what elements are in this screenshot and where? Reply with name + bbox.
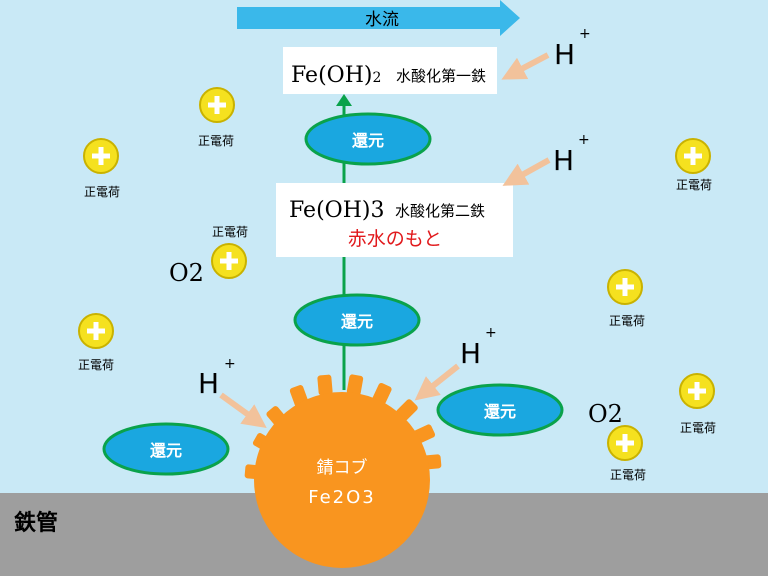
positive-charge: 正電荷 xyxy=(679,373,716,435)
reduction-label: 還元 xyxy=(150,441,182,460)
hydrogen-symbol: H xyxy=(553,144,574,177)
plus-icon xyxy=(87,322,105,340)
hydrogen-charge: + xyxy=(485,325,497,341)
positive-charge-label: 正電荷 xyxy=(610,468,646,482)
positive-charge: 正電荷 xyxy=(607,425,646,482)
oxygen-text: O2 xyxy=(169,259,204,287)
reduction-label: 還元 xyxy=(484,402,516,421)
reduction-ellipse: 還元 xyxy=(304,112,432,166)
hydrogen-ion: H + xyxy=(198,356,236,400)
positive-charge-label: 正電荷 xyxy=(78,358,114,372)
positive-charge: 正電荷 xyxy=(675,138,712,192)
positive-charge-label: 正電荷 xyxy=(198,134,234,148)
positive-charge: 正電荷 xyxy=(607,269,645,328)
plus-icon xyxy=(688,382,706,400)
plus-icon xyxy=(684,147,702,165)
positive-charge-label: 正電荷 xyxy=(676,178,712,192)
hydrogen-ion: H + xyxy=(553,132,590,177)
ferrous-hydroxide-name: 水酸化第一鉄 xyxy=(396,67,486,85)
water-flow-label: 水流 xyxy=(365,10,399,30)
h-arrow xyxy=(414,363,460,401)
positive-charge-label: 正電荷 xyxy=(680,421,716,435)
ferrous-hydroxide-box xyxy=(283,47,497,94)
positive-charge: 正電荷 xyxy=(211,225,248,279)
rust-formula: Fe2O3 xyxy=(308,487,376,508)
pipe-label: 鉄管 xyxy=(14,510,58,536)
plus-icon xyxy=(616,434,634,452)
oxygen-label: O2 xyxy=(169,259,204,287)
reduction-ellipse: 還元 xyxy=(102,422,230,476)
reduction-ellipse: 還元 xyxy=(293,293,421,347)
plus-icon xyxy=(220,252,238,270)
oxygen-text: O2 xyxy=(588,400,623,428)
hydrogen-symbol: H xyxy=(554,38,575,71)
h-arrow xyxy=(502,157,551,186)
reduction-label: 還元 xyxy=(352,131,384,150)
plus-icon xyxy=(616,278,634,296)
plus-icon xyxy=(208,96,226,114)
reduction-label: 還元 xyxy=(341,312,373,331)
ferric-hydroxide-box xyxy=(276,183,513,257)
positive-charge: 正電荷 xyxy=(83,138,120,199)
oxygen-label: O2 xyxy=(588,400,623,428)
hydrogen-symbol: H xyxy=(460,337,481,370)
hydrogen-charge: + xyxy=(578,132,590,148)
reaction-line-arrowhead xyxy=(336,94,352,106)
positive-charge: 正電荷 xyxy=(78,313,114,372)
positive-charge-label: 正電荷 xyxy=(609,314,645,328)
positive-charge-label: 正電荷 xyxy=(212,225,248,239)
hydrogen-charge: + xyxy=(579,26,591,42)
rust-label: 錆コブ xyxy=(317,457,368,478)
water-flow-arrow xyxy=(237,0,520,36)
red-water-note: 赤水のもと xyxy=(348,228,443,250)
hydrogen-ion: H + xyxy=(460,325,497,370)
positive-charge-label: 正電荷 xyxy=(84,185,120,199)
rust-nodule xyxy=(244,374,442,568)
h-arrow xyxy=(219,392,267,429)
hydrogen-charge: + xyxy=(224,356,236,372)
h-arrow xyxy=(501,52,550,80)
positive-charge: 正電荷 xyxy=(198,87,235,148)
plus-icon xyxy=(92,147,110,165)
hydrogen-ion: H + xyxy=(554,26,591,71)
ferrous-hydroxide-formula: Fe(OH)2 xyxy=(291,63,381,88)
hydrogen-symbol: H xyxy=(198,367,219,400)
ferric-hydroxide-formula: Fe(OH)3 xyxy=(289,198,384,223)
ferric-hydroxide-name: 水酸化第二鉄 xyxy=(395,202,485,220)
reduction-ellipse: 還元 xyxy=(436,383,564,437)
